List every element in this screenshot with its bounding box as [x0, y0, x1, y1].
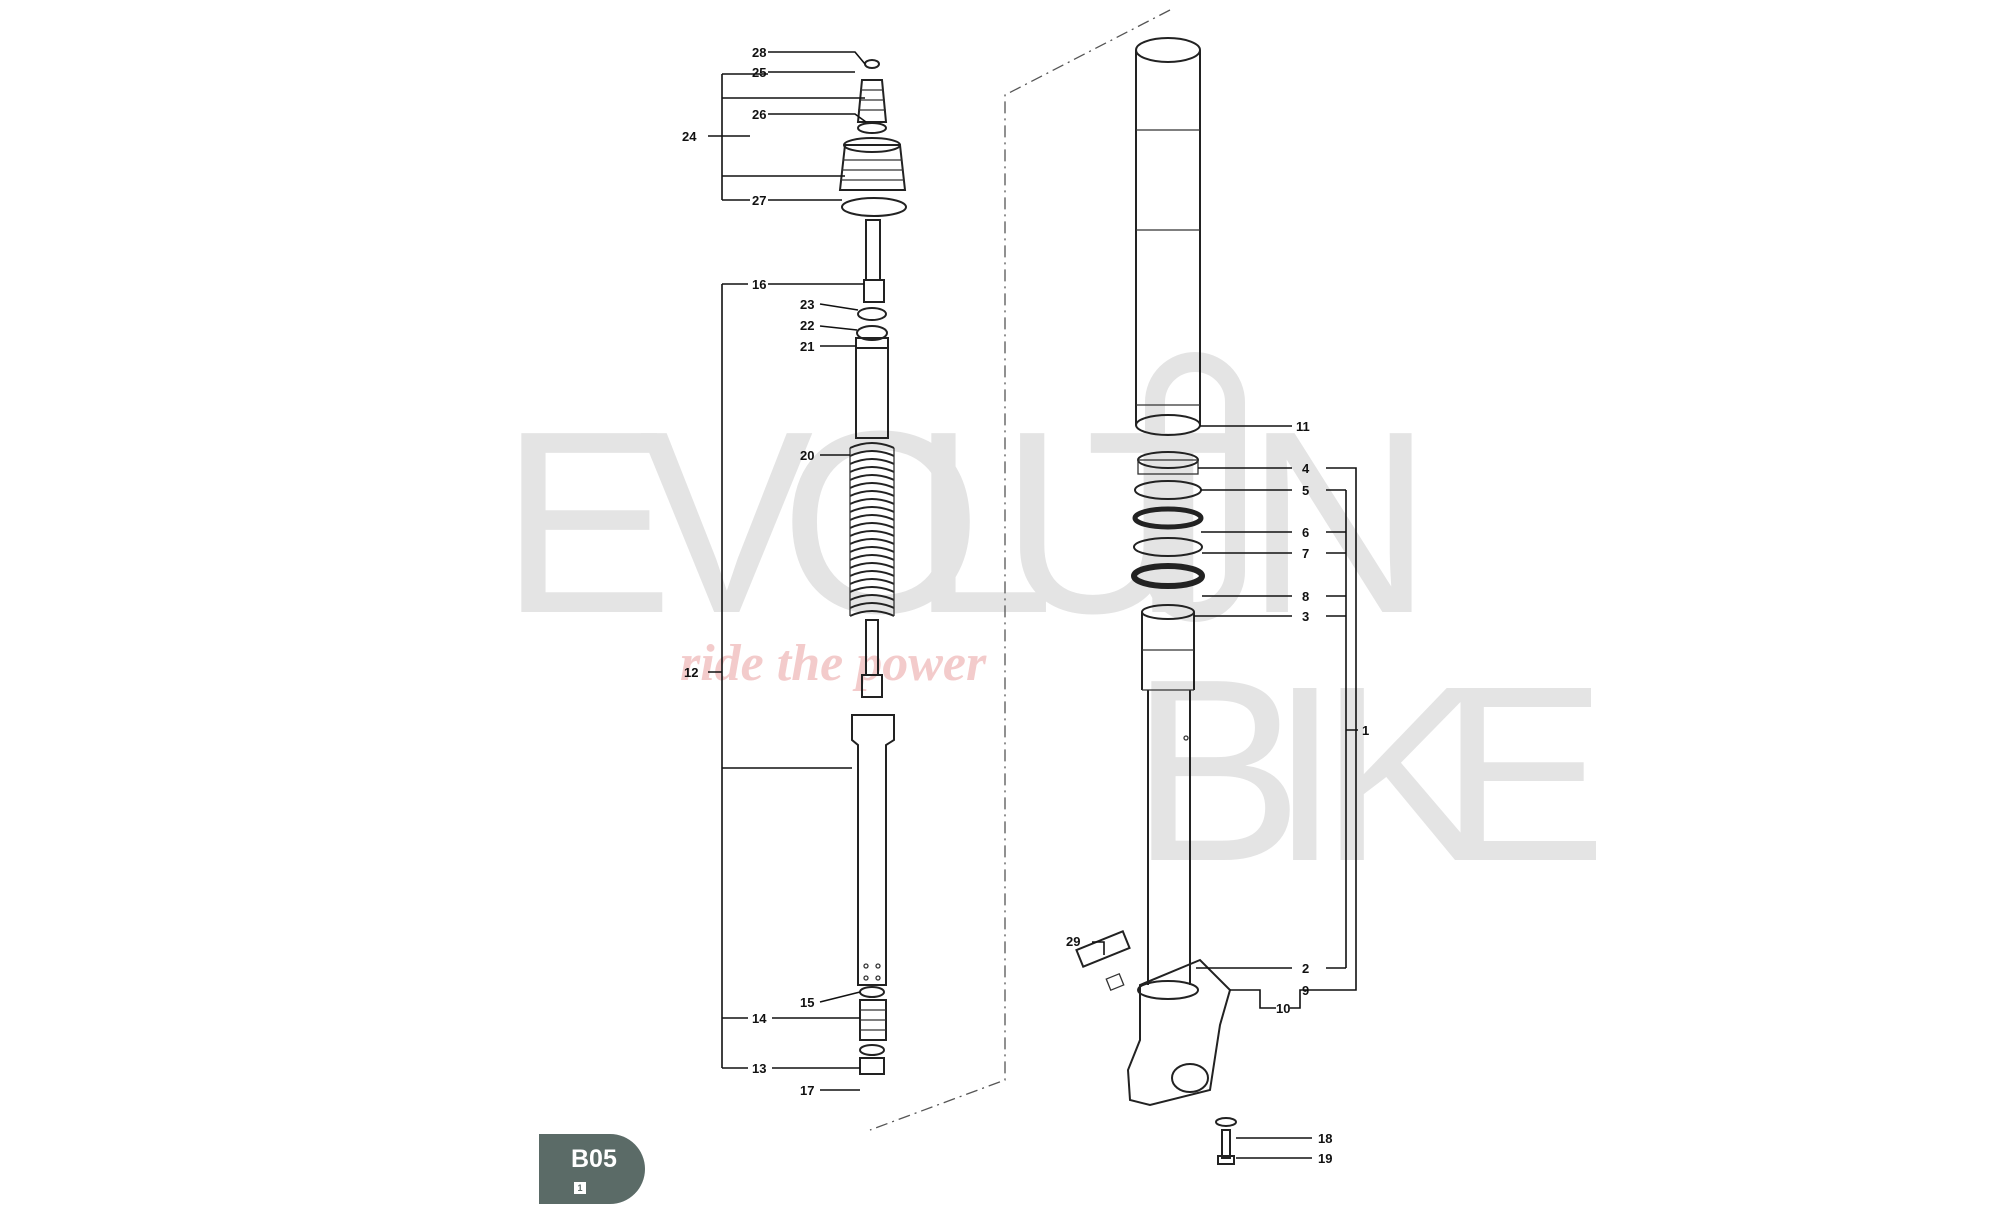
- part-25: [856, 79, 888, 123]
- page-badge: B05 1: [539, 1134, 645, 1204]
- callout-17: 17: [800, 1083, 814, 1098]
- watermark-letter: E: [500, 378, 673, 668]
- part-26: [857, 122, 887, 134]
- part-18: [1215, 1117, 1237, 1127]
- callout-9: 9: [1302, 983, 1309, 998]
- part-15: [859, 986, 885, 998]
- callout-18: 18: [1318, 1131, 1332, 1146]
- fork-foot: [1126, 958, 1232, 1107]
- part-21-tube: [855, 347, 889, 439]
- callout-4: 4: [1302, 461, 1310, 476]
- callout-13: 13: [752, 1061, 766, 1076]
- callout-10: 10: [1276, 1001, 1290, 1016]
- callout-28: 28: [752, 45, 766, 60]
- callout-23: 23: [800, 297, 814, 312]
- part-27: [841, 197, 907, 217]
- callouts: 28 25 24 26 27 16 23 22 21 20 12 15 14 1…: [682, 45, 1369, 1166]
- part-16: [863, 279, 885, 303]
- watermark-letter: I: [1270, 634, 1339, 913]
- part-22: [856, 325, 888, 341]
- part-2: [1147, 690, 1191, 985]
- part-11: [1135, 50, 1201, 425]
- callout-6: 6: [1302, 525, 1309, 540]
- callout-19: 19: [1318, 1151, 1332, 1166]
- part-17: [859, 1057, 885, 1075]
- callout-14: 14: [752, 1011, 767, 1026]
- part-28: [864, 59, 880, 69]
- callout-21: 21: [800, 339, 814, 354]
- callout-12: 12: [684, 665, 698, 680]
- watermark-tagline: ride the power: [680, 635, 987, 692]
- callout-15: 15: [800, 995, 814, 1010]
- callout-3: 3: [1302, 609, 1309, 624]
- watermark-letter: E: [1440, 634, 1607, 913]
- callout-22: 22: [800, 318, 814, 333]
- part-8: [1131, 563, 1205, 589]
- fork-assembly: [1075, 37, 1237, 1165]
- leaders-right: [1092, 425, 1358, 1159]
- watermark-letter: L: [910, 378, 1055, 668]
- callout-16: 16: [752, 277, 766, 292]
- part-11-top: [1135, 37, 1201, 63]
- callout-5: 5: [1302, 483, 1309, 498]
- badge-code: B05: [571, 1145, 617, 1173]
- part-7: [1133, 537, 1203, 557]
- watermark-letter: N: [1245, 378, 1433, 668]
- part-16-rod: [865, 219, 881, 281]
- watermark-letter: B: [1130, 626, 1303, 916]
- part-23: [857, 307, 887, 321]
- watermark: E V O L U T I O N B I K E ride the power: [500, 352, 1607, 916]
- part-20: [849, 442, 895, 617]
- badge-sub: 1: [574, 1182, 586, 1194]
- part-12: [851, 714, 895, 986]
- callout-24: 24: [682, 129, 697, 144]
- part-24-cap: [838, 144, 907, 191]
- cartridge-assembly: [838, 59, 907, 1075]
- callout-8: 8: [1302, 589, 1309, 604]
- leaders-left: [708, 51, 867, 1091]
- part-29: [1075, 929, 1131, 969]
- part-13: [859, 1044, 885, 1056]
- callout-11: 11: [1296, 419, 1310, 434]
- watermark-letter: V: [640, 378, 815, 668]
- watermark-letter: K: [1320, 634, 1487, 913]
- callout-7: 7: [1302, 546, 1309, 561]
- callout-27: 27: [752, 193, 766, 208]
- part-6: [1132, 506, 1204, 530]
- callout-1: 1: [1362, 723, 1369, 738]
- callout-26: 26: [752, 107, 766, 122]
- part-19: [1221, 1129, 1231, 1159]
- alignment-line: [869, 9, 1171, 1131]
- callout-25: 25: [752, 65, 766, 80]
- callout-2: 2: [1302, 961, 1309, 976]
- callout-29: 29: [1066, 934, 1080, 949]
- callout-20: 20: [800, 448, 814, 463]
